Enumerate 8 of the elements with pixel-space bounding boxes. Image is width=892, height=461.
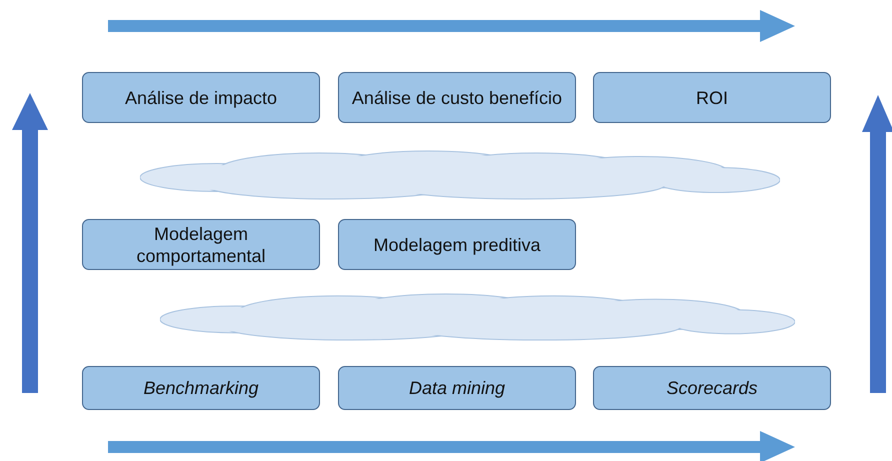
process-box: Modelagem preditiva [338, 219, 576, 270]
process-box: Benchmarking [82, 366, 320, 410]
process-box: Análise de impacto [82, 72, 320, 123]
process-box: Modelagem comportamental [82, 219, 320, 270]
process-box: ROI [593, 72, 831, 123]
process-box: Data mining [338, 366, 576, 410]
process-box: Análise de custo benefício [338, 72, 576, 123]
process-box: Scorecards [593, 366, 831, 410]
